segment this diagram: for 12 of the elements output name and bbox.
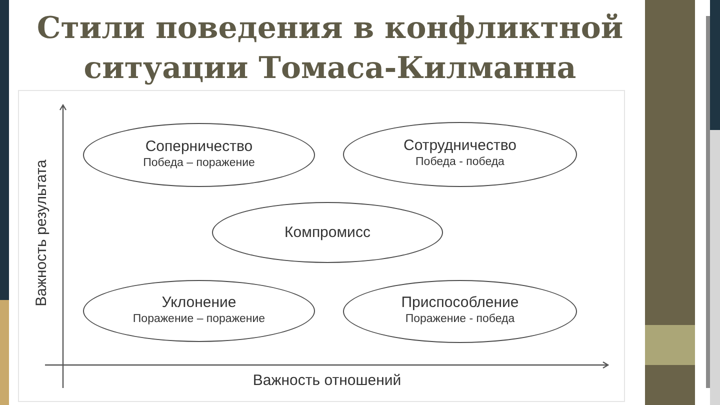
style-name: Приспособление <box>401 294 519 312</box>
style-name: Уклонение <box>162 294 236 312</box>
style-outcome: Поражение - победа <box>405 312 515 327</box>
style-name: Сотрудничество <box>404 137 516 155</box>
style-name: Компромисс <box>284 224 370 242</box>
style-outcome: Победа – поражение <box>143 156 255 170</box>
style-name: Соперничество <box>145 138 253 156</box>
horizontal-axis-label: Важность отношений <box>252 372 402 390</box>
style-outcome: Поражение – поражение <box>132 312 266 326</box>
style-outcome: Победа - победа <box>416 155 504 170</box>
slide-title: Стили поведения в конфликтной ситуации Томаса-Килманна <box>36 10 624 88</box>
vertical-axis-label: Важность результата <box>33 158 51 308</box>
